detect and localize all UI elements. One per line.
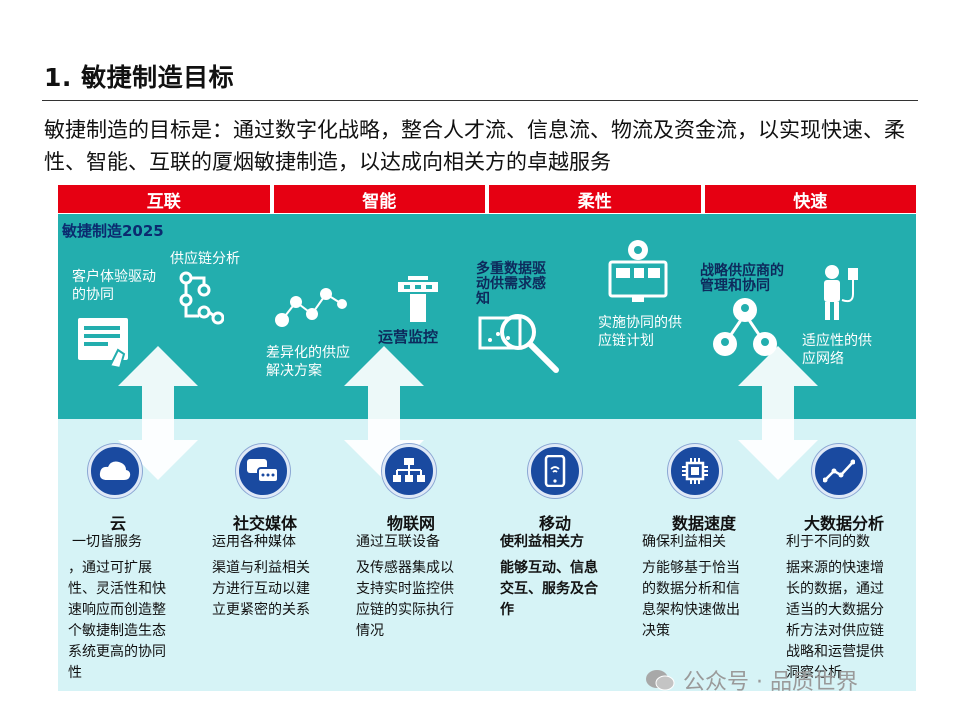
double-arrow-3 xyxy=(738,346,818,480)
channel-title-cloud: 云 xyxy=(109,514,126,533)
channel-desc-cloud: ，通过可扩展性、灵活性和快速响应而创造整个敏捷制造生态系统更高的协同性 xyxy=(68,560,166,681)
channel-title-big-data: 大数据分析 xyxy=(803,514,884,533)
channel-desc-big-data: 据来源的快速增长的数据，通过适当的大数据分析方法对供应链战略和运营提供洞察分析 xyxy=(786,560,884,681)
channel-lead-data-velocity: 确保利益相关 xyxy=(642,534,726,550)
control-tower-icon xyxy=(398,276,438,322)
iot-network-icon xyxy=(382,444,436,498)
touch-screen-icon xyxy=(78,318,128,370)
network-graph-icon xyxy=(275,288,347,327)
channel-lead-mobile: 使利益相关方 xyxy=(500,534,584,550)
label-differentiated-solution: 差异化的供应解决方案 xyxy=(266,345,350,379)
channel-title-mobile: 移动 xyxy=(538,514,571,533)
channel-title-data-velocity: 数据速度 xyxy=(671,514,736,533)
channel-title-social: 社交媒体 xyxy=(232,514,297,533)
people-network-icon xyxy=(713,298,777,356)
tab-fast: 快速 xyxy=(704,185,916,213)
label-collab-planning: 实施协同的供应链计划 xyxy=(598,315,682,349)
chat-bubbles-icon xyxy=(236,444,290,498)
watermark-text: 公众号 · 品质世界 xyxy=(683,670,858,695)
channel-desc-social: 渠道与利益相关方进行互动以建立更紧密的关系 xyxy=(212,560,310,618)
label-ops-monitoring: 运营监控 xyxy=(378,328,439,346)
panel-title: 敏捷制造2025 xyxy=(62,222,164,240)
intro-paragraph: 敏捷制造的目标是：通过数字化战略，整合人才流、信息流、物流及资金流，以实现快速、… xyxy=(44,118,905,174)
channel-lead-social: 运用各种媒体 xyxy=(212,534,296,550)
tab-connected: 互联 xyxy=(58,185,270,213)
watermark: 公众号 · 品质世界 xyxy=(645,664,858,696)
category-bar: 互联 智能 柔性 快速 xyxy=(58,185,916,213)
channel-lead-cloud: 一切皆服务 xyxy=(72,534,142,550)
cloud-icon xyxy=(88,444,142,498)
trend-line-icon xyxy=(812,444,866,498)
channel-title-iot: 物联网 xyxy=(386,514,435,533)
channel-desc-mobile: 能够互动、信息交互、服务及合作 xyxy=(500,560,598,618)
label-strategic-supplier: 战略供应商的管理和协同 xyxy=(700,263,784,294)
double-arrow-1 xyxy=(118,346,198,480)
gear-dashboard-icon xyxy=(608,240,668,302)
processor-chip-icon xyxy=(668,444,722,498)
page-title: 1. 敏捷制造目标 xyxy=(44,63,235,92)
tab-flexible: 柔性 xyxy=(489,185,701,213)
person-plug-icon xyxy=(824,265,858,320)
wechat-icon xyxy=(646,670,675,691)
mobile-phone-icon xyxy=(528,444,582,498)
channel-lead-big-data: 利于不同的数 xyxy=(786,534,870,550)
tab-smart: 智能 xyxy=(273,185,485,213)
channel-desc-iot: 及传感器集成以支持实时监控供应链的实际执行情况 xyxy=(356,560,454,639)
title-divider xyxy=(42,100,918,101)
channel-lead-iot: 通过互联设备 xyxy=(356,534,440,550)
label-demand-sensing: 多重数据驱动供需求感知 xyxy=(476,261,546,307)
label-adaptive-network: 适应性的供应网络 xyxy=(802,333,872,367)
magnifier-analytics-icon xyxy=(478,314,559,373)
label-customer-experience: 客户体验驱动的协同 xyxy=(72,269,156,303)
label-supply-chain-analysis: 供应链分析 xyxy=(170,251,240,267)
supply-chain-nodes-icon xyxy=(179,271,224,325)
channel-desc-data-velocity: 方能够基于恰当的数据分析和信息架构快速做出决策 xyxy=(642,560,740,639)
